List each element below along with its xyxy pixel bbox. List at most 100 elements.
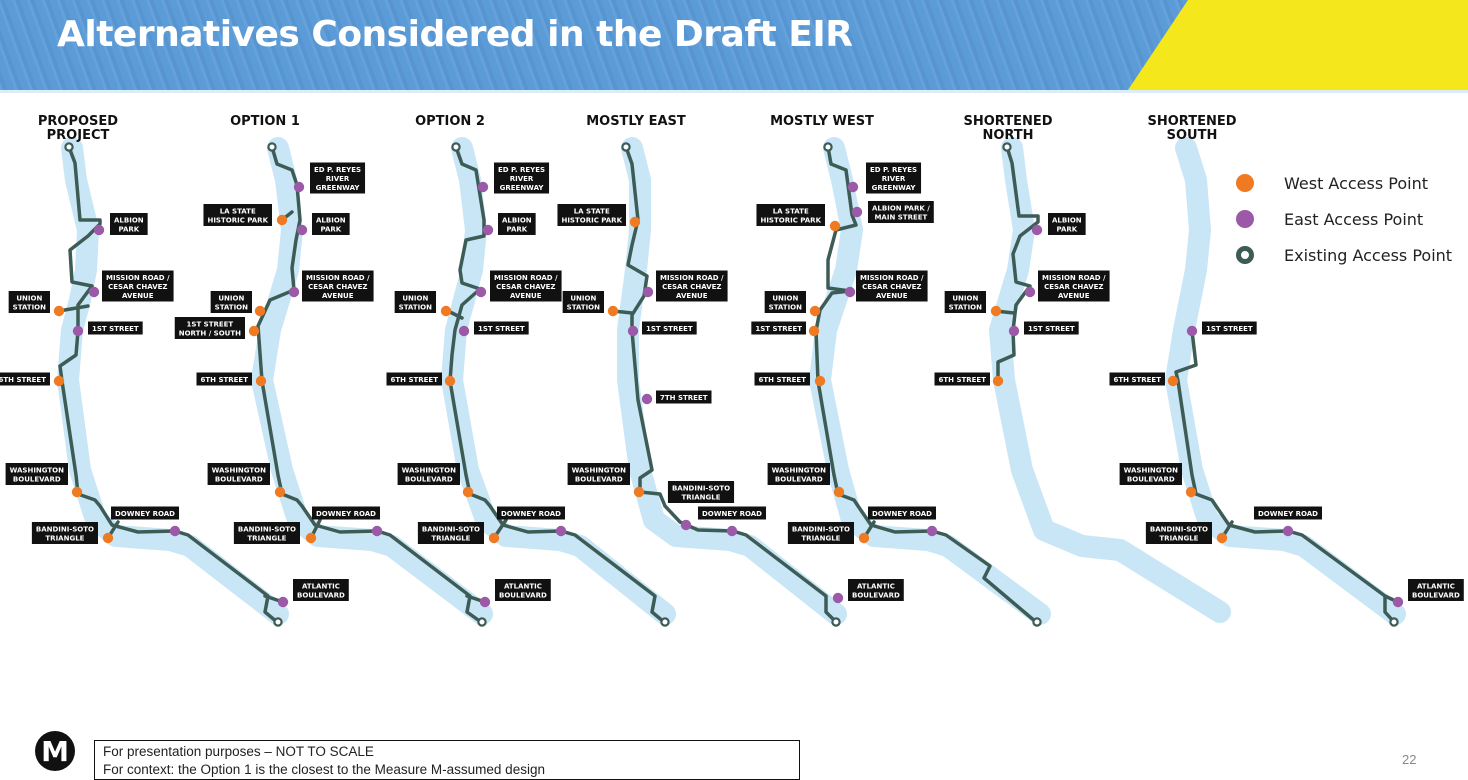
disclaimer-line: For context: the Option 1 is the closest…: [103, 762, 545, 777]
label-text: ALBION: [502, 217, 532, 225]
east-access-point: [555, 525, 567, 537]
label-text: CESAR CHAVEZ: [108, 283, 167, 291]
label-text: ED P. REYES: [870, 166, 917, 174]
label-text: WASHINGTON: [10, 467, 65, 475]
label-text: DOWNEY ROAD: [316, 510, 376, 518]
label-text: GREENWAY: [872, 184, 917, 192]
label-text: LA STATE: [220, 208, 256, 216]
label-text: ALBION: [316, 217, 346, 225]
label-background: [867, 506, 937, 520]
label-text: STATION: [769, 304, 802, 312]
river-channel: [989, 137, 1231, 623]
label-background: [490, 270, 562, 302]
east-access-point: [482, 224, 494, 236]
access-point-label: DOWNEY ROAD: [867, 506, 937, 520]
label-background: [656, 270, 728, 302]
route-line: [996, 145, 1040, 383]
west-access-point: [254, 305, 266, 317]
label-background: [311, 506, 381, 520]
access-point-label: 1ST STREET: [751, 321, 806, 335]
east-access-point: [847, 181, 859, 193]
label-background: [495, 579, 551, 601]
disclaimer-line: For presentation purposes – NOT TO SCALE: [103, 744, 374, 759]
label-text: BOULEVARD: [13, 476, 61, 484]
west-access-point: [607, 305, 619, 317]
label-text: MISSION ROAD /: [306, 274, 370, 282]
label-text: AVENUE: [1058, 292, 1090, 300]
access-point-label: ALBION PARK /MAIN STREET: [868, 201, 934, 223]
label-text: AVENUE: [122, 292, 154, 300]
label-text: 1ST STREET: [646, 325, 693, 333]
east-access-point: [458, 325, 470, 337]
panel-title: SHORTENED: [1147, 114, 1236, 129]
label-text: PARK: [118, 226, 139, 234]
label-text: 1ST STREET: [478, 325, 525, 333]
label-text: 1ST STREET: [92, 325, 139, 333]
label-background: [562, 291, 604, 313]
label-text: RIVER: [882, 175, 906, 183]
existing-access-point: [64, 142, 74, 152]
label-text: ALBION PARK /: [872, 205, 930, 213]
label-text: 6TH STREET: [1114, 376, 1162, 384]
label-text: 1ST STREET: [187, 321, 234, 329]
west-access-point: [102, 532, 114, 544]
east-access-point: [832, 592, 844, 604]
label-text: UNION: [570, 295, 596, 303]
label-text: AVENUE: [322, 292, 354, 300]
east-access-point: [851, 206, 863, 218]
existing-access-point: [451, 142, 461, 152]
west-access-point: [488, 532, 500, 544]
label-background: [474, 321, 529, 335]
label-text: ALBION: [114, 217, 144, 225]
label-background: [868, 201, 934, 223]
label-background: [210, 291, 252, 313]
west-access-point: [829, 220, 841, 232]
label-background: [302, 270, 374, 302]
label-text: 6TH STREET: [391, 376, 439, 384]
label-text: WASHINGTON: [402, 467, 457, 475]
west-access-point: [990, 305, 1002, 317]
label-background: [5, 463, 68, 485]
east-access-point: [169, 525, 181, 537]
west-access-point: [444, 375, 456, 387]
access-point-label: 6TH STREET: [0, 372, 50, 386]
east-access-point: [72, 325, 84, 337]
access-point-label: 1ST STREET: [474, 321, 529, 335]
label-text: NORTH / SOUTH: [179, 330, 241, 338]
west-access-point: [633, 486, 645, 498]
label-background: [397, 463, 460, 485]
label-background: [394, 291, 436, 313]
label-text: TRIANGLE: [1159, 535, 1198, 543]
route-line: [1174, 329, 1396, 624]
label-text: HISTORIC PARK: [207, 217, 268, 225]
header-accent: [1128, 0, 1468, 90]
label-background: [697, 506, 767, 520]
label-text: AVENUE: [510, 292, 542, 300]
label-background: [310, 162, 366, 194]
label-background: [386, 372, 442, 386]
panel-title: OPTION 1: [230, 114, 300, 129]
existing-access-point: [477, 617, 487, 627]
label-background: [1038, 270, 1110, 302]
east-access-point: [293, 181, 305, 193]
label-background: [293, 579, 349, 601]
label-text: BANDINI-SOTO: [1150, 526, 1208, 534]
access-point-label: 7TH STREET: [656, 390, 712, 404]
west-access-dot-icon: [1236, 174, 1254, 192]
label-background: [1024, 321, 1079, 335]
label-text: GREENWAY: [500, 184, 545, 192]
east-access-point: [475, 286, 487, 298]
label-background: [642, 321, 697, 335]
label-background: [498, 213, 536, 235]
label-text: CESAR CHAVEZ: [496, 283, 555, 291]
